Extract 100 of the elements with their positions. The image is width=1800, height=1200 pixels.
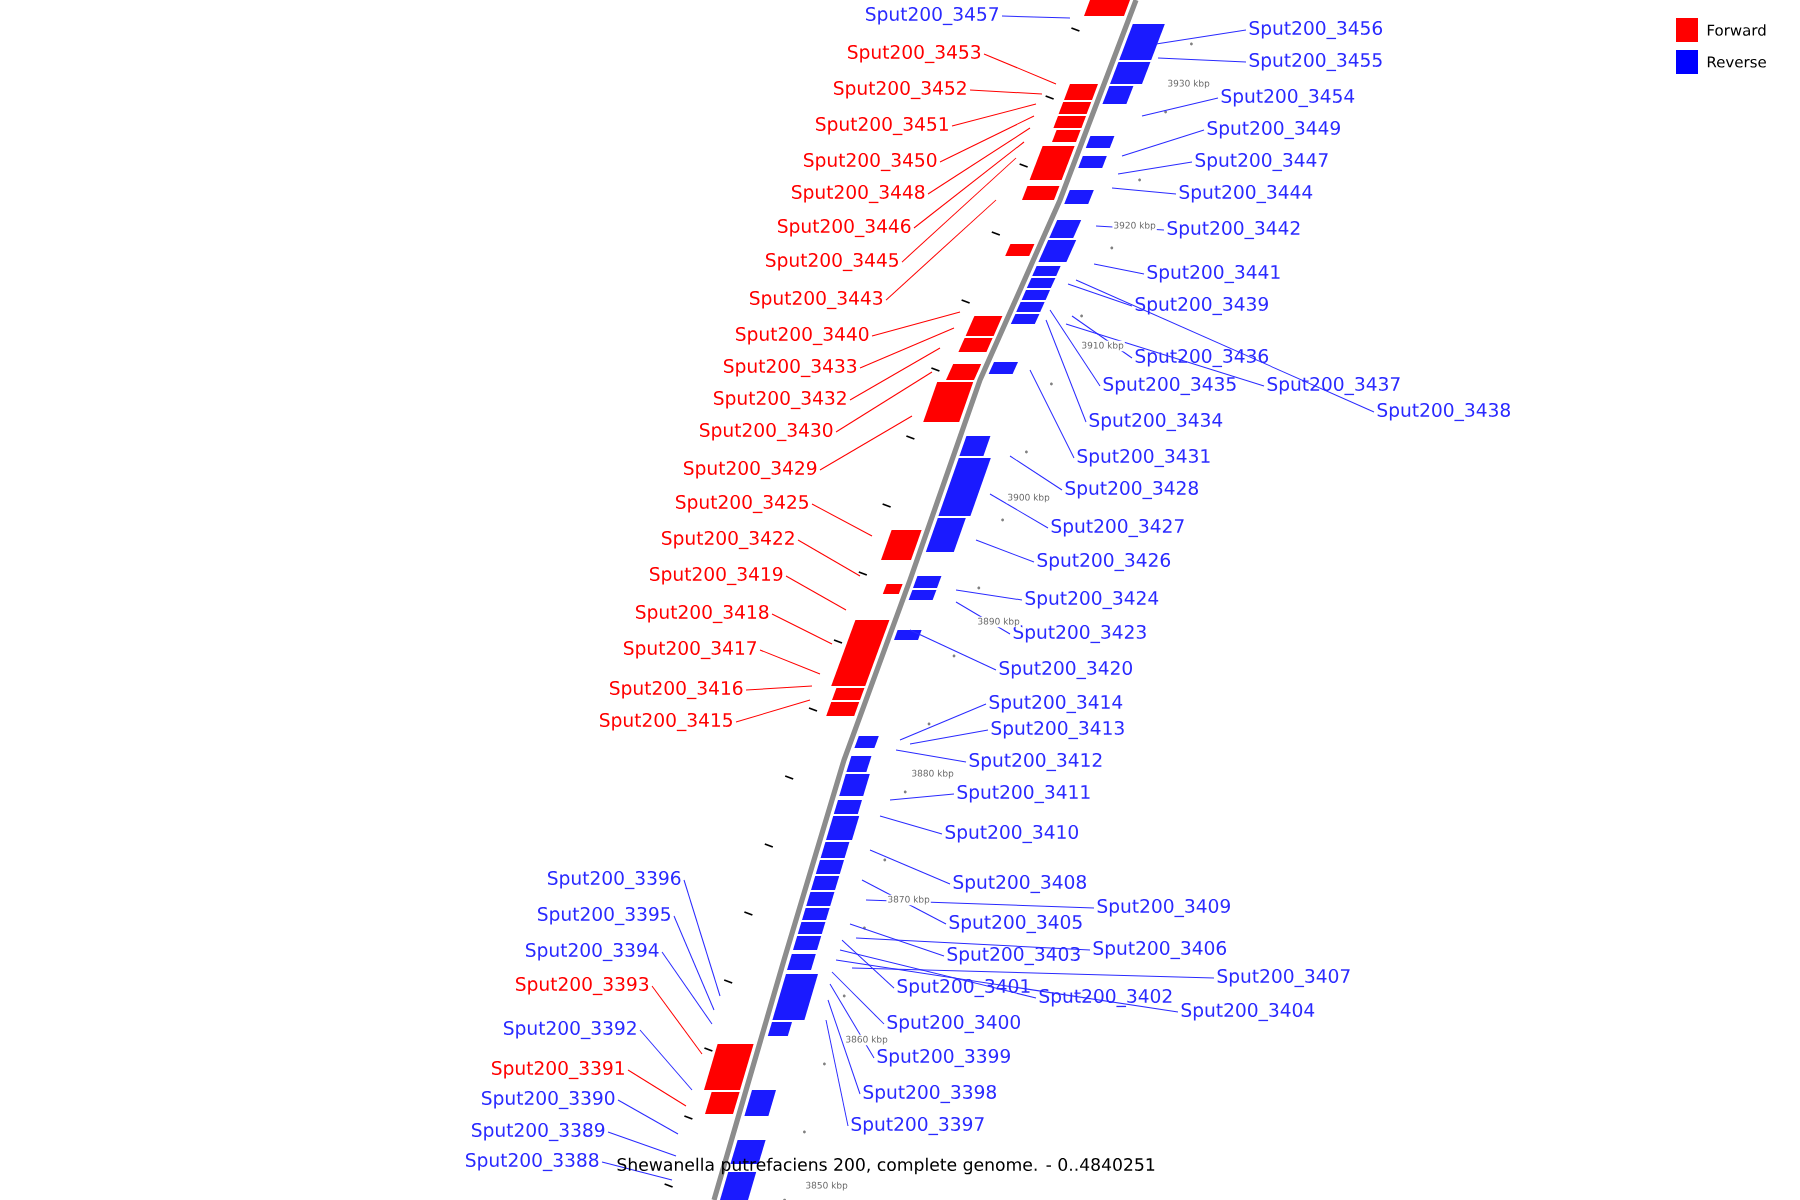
- gene-label: Sput200_3444: [1179, 184, 1313, 204]
- gene-label: Sput200_3452: [834, 80, 966, 100]
- leader-line: [1001, 15, 1071, 19]
- leader-line: [819, 415, 913, 471]
- gene-label: Sput200_3420: [999, 660, 1132, 680]
- gene-label: Sput200_3430: [700, 422, 833, 442]
- gene-label: Sput200_3457: [866, 6, 998, 26]
- leader-line: [835, 371, 933, 433]
- leader-line: [735, 699, 811, 723]
- leader-line: [975, 539, 1035, 563]
- leader-line: [827, 999, 861, 1095]
- leader-line: [745, 685, 813, 691]
- leader-line: [955, 589, 1023, 601]
- gene-label: Sput200_3405: [949, 914, 1082, 934]
- gene-label: Sput200_3404: [1181, 1002, 1315, 1022]
- gene-label: Sput200_3431: [1077, 448, 1210, 468]
- gene-label: Sput200_3446: [778, 218, 911, 238]
- leader-line: [895, 749, 967, 763]
- gene-label: Sput200_3449: [1207, 120, 1340, 140]
- leader-line: [951, 103, 1037, 127]
- gene-label: Sput200_3412: [969, 752, 1102, 772]
- leader-line: [683, 879, 721, 997]
- leader-line: [1121, 129, 1205, 157]
- gene-label: Sput200_3409: [1097, 898, 1230, 918]
- gene-label: Sput200_3400: [887, 1014, 1020, 1034]
- gene-label: Sput200_3413: [991, 720, 1124, 740]
- gene-label: Sput200_3407: [1217, 968, 1350, 988]
- gene-label: Sput200_3415: [600, 712, 732, 732]
- leader-line: [661, 951, 713, 1025]
- gene-label: Sput200_3456: [1249, 20, 1383, 40]
- gene-label: Sput200_3391: [492, 1060, 624, 1080]
- gene-label: Sput200_3419: [650, 566, 783, 586]
- gene-label: Sput200_3390: [482, 1090, 615, 1110]
- gene-label: Sput200_3396: [548, 870, 681, 890]
- leader-line: [1117, 161, 1193, 175]
- leader-line: [1029, 369, 1075, 459]
- gene-label: Sput200_3435: [1103, 376, 1236, 396]
- leader-line: [673, 915, 715, 1011]
- leader-line: [885, 199, 997, 301]
- leader-line: [955, 601, 1011, 635]
- leader-line: [1071, 315, 1133, 359]
- leader-line: [861, 879, 947, 925]
- gene-label: Sput200_3389: [472, 1122, 605, 1142]
- leader-line: [831, 971, 885, 1025]
- leader-line: [1067, 283, 1133, 307]
- leader-line: [759, 649, 821, 675]
- leader-line: [869, 849, 951, 885]
- leader-line: [989, 493, 1049, 529]
- leader-line: [889, 793, 955, 801]
- gene-label: Sput200_3429: [684, 460, 817, 480]
- leader-line: [849, 347, 941, 401]
- leader-line: [841, 939, 895, 989]
- leader-line: [909, 629, 997, 671]
- leader-line: [879, 815, 943, 835]
- leader-line: [849, 923, 945, 957]
- leader-line: [1093, 263, 1145, 275]
- gene-label: Sput200_3394: [526, 942, 659, 962]
- gene-label: Sput200_3427: [1051, 518, 1184, 538]
- gene-label: Sput200_3392: [504, 1020, 636, 1040]
- leader-line: [607, 1131, 677, 1157]
- gene-label: Sput200_3398: [863, 1084, 996, 1104]
- gene-label: Sput200_3425: [676, 494, 808, 514]
- gene-label: Sput200_3432: [714, 390, 846, 410]
- gene-label: Sput200_3445: [766, 252, 898, 272]
- leader-line: [627, 1069, 687, 1107]
- leader-line: [835, 959, 1179, 1013]
- leader-line: [969, 89, 1043, 95]
- leader-line: [871, 311, 961, 337]
- gene-label: Sput200_3395: [538, 906, 670, 926]
- leader-line: [901, 157, 1017, 263]
- gene-label: Sput200_3428: [1065, 480, 1198, 500]
- leader-line: [825, 1019, 849, 1127]
- gene-label: Sput200_3422: [662, 530, 794, 550]
- gene-label: Sput200_3408: [953, 874, 1086, 894]
- leader-line: [913, 141, 1025, 229]
- leader-line: [1045, 319, 1087, 423]
- leader-line: [1111, 187, 1177, 195]
- leader-line: [811, 503, 873, 537]
- leader-line: [1157, 57, 1247, 63]
- gene-label: Sput200_3438: [1377, 402, 1510, 422]
- leader-line: [859, 327, 955, 369]
- leader-line: [617, 1099, 679, 1135]
- leader-line: [927, 127, 1031, 195]
- gene-label: Sput200_3393: [516, 976, 649, 996]
- leader-line: [865, 899, 1095, 909]
- gene-label: Sput200_3455: [1249, 52, 1382, 72]
- leader-line: [855, 937, 1091, 951]
- gene-label: Sput200_3403: [947, 946, 1080, 966]
- gene-label: Sput200_3397: [851, 1116, 984, 1136]
- gene-label: Sput200_3433: [724, 358, 857, 378]
- leader-line: [601, 1161, 673, 1181]
- gene-label: Sput200_3426: [1037, 552, 1171, 572]
- gene-label: Sput200_3448: [792, 184, 925, 204]
- gene-label: Sput200_3443: [750, 290, 883, 310]
- leader-line: [983, 53, 1057, 85]
- gene-label: Sput200_3442: [1167, 220, 1300, 240]
- leader-line: [909, 729, 989, 745]
- leader-line: [829, 983, 875, 1059]
- leader-line: [651, 985, 703, 1055]
- leader-line: [1095, 225, 1165, 231]
